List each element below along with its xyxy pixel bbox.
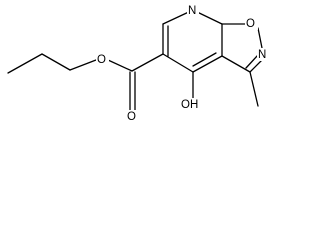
bond-o1-n2 <box>257 27 263 49</box>
bond-c3a-c4-double-b <box>192 52 217 67</box>
bond-ester-ring <box>131 53 164 72</box>
bond-ethyl-ch2 <box>41 53 71 71</box>
molecule-structure: N O N O O OH <box>7 4 269 124</box>
bond-c3-methyl <box>249 71 259 107</box>
bond-c3a-c4-double-a <box>192 55 223 73</box>
hydroxyl-label: OH <box>181 99 198 111</box>
isoxazole-nitrogen-label: N <box>258 49 266 61</box>
bond-ch2-o <box>69 59 97 71</box>
bonds <box>7 9 263 111</box>
bond-c3-c3a <box>221 55 251 73</box>
bond-n2-c3-double-a <box>249 59 263 73</box>
bond-n2-c3-double-b <box>245 54 259 69</box>
carbonyl-oxygen-label: O <box>127 111 136 123</box>
bond-ethyl-ch3 <box>7 53 43 74</box>
bond-o-carbonyl <box>107 59 133 72</box>
ester-oxygen-label: O <box>97 54 106 66</box>
atom-labels: N O N O O OH <box>96 4 269 123</box>
isoxazole-oxygen-label: O <box>246 18 255 30</box>
bond-c4-c5 <box>162 53 194 73</box>
ring-nitrogen-label: N <box>188 5 196 17</box>
